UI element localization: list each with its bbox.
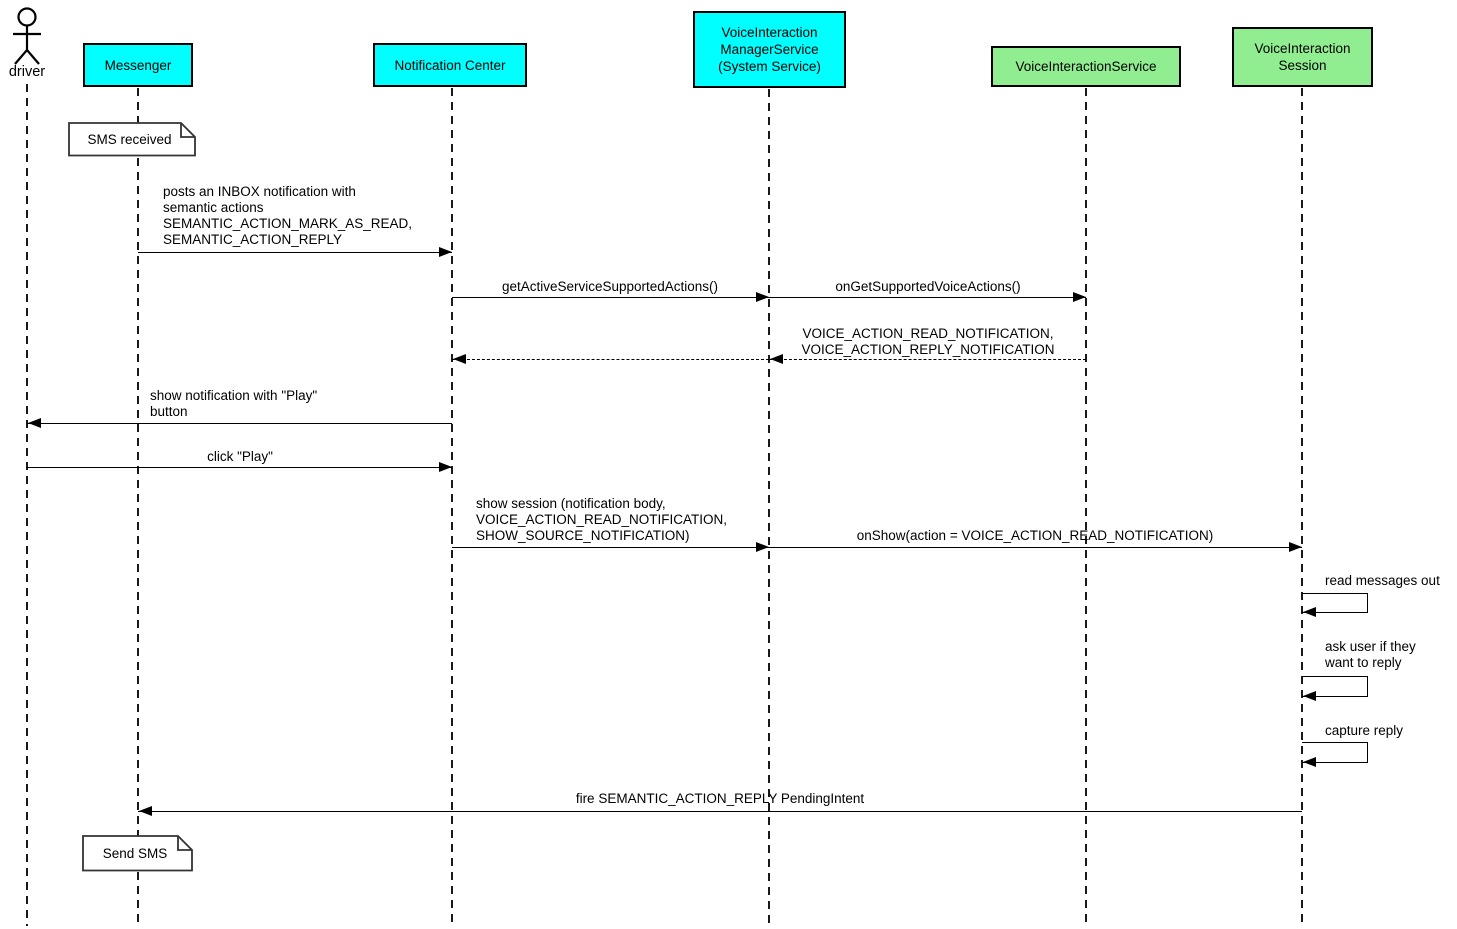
message-label-fire-pending-intent: fire SEMANTIC_ACTION_REPLY PendingIntent <box>575 791 865 806</box>
participant-notification-center: Notification Center <box>373 43 527 87</box>
note-shape <box>68 122 196 157</box>
message-label-click-play: click "Play" <box>207 449 273 464</box>
actor-driver-label: driver <box>8 64 46 80</box>
participant-messenger: Messenger <box>83 43 193 87</box>
note-sms-received-text: SMS received <box>87 132 172 147</box>
arrowhead <box>28 418 41 428</box>
message-label-capture-reply: capture reply <box>1325 723 1404 738</box>
arrowhead <box>1289 542 1302 552</box>
arrowhead <box>756 292 769 302</box>
arrowhead <box>453 354 466 364</box>
lifeline-driver <box>26 84 28 926</box>
arrowhead <box>1303 757 1316 767</box>
self-message-loop <box>1302 593 1368 613</box>
message-label-show-session: show session (notification body, VOICE_A… <box>476 496 728 543</box>
message-label-on-get-supported: onGetSupportedVoiceActions() <box>835 279 1021 294</box>
message-label-show-notification: show notification with "Play" button <box>150 388 318 419</box>
message-line <box>27 467 452 468</box>
arrowhead <box>439 462 452 472</box>
participant-voiceinteraction-session: VoiceInteraction Session <box>1232 27 1373 87</box>
arrowhead <box>1303 691 1316 701</box>
message-line-dashed <box>769 359 1086 360</box>
note-sms-received: SMS received <box>68 122 197 157</box>
arrowhead <box>439 247 452 257</box>
message-label-voice-actions-return: VOICE_ACTION_READ_NOTIFICATION, VOICE_AC… <box>801 326 1055 357</box>
message-line <box>769 547 1302 548</box>
note-send-sms-text: Send SMS <box>102 846 168 861</box>
message-line <box>138 252 452 253</box>
message-label-read-messages-out: read messages out <box>1325 573 1440 588</box>
arrowhead <box>1073 292 1086 302</box>
note-send-sms: Send SMS <box>82 835 194 872</box>
arrowhead <box>756 542 769 552</box>
self-message-loop <box>1302 742 1368 763</box>
actor-driver-icon <box>13 7 41 65</box>
note-shape <box>82 835 193 872</box>
arrowhead <box>1303 607 1316 617</box>
message-line-dashed <box>452 359 769 360</box>
message-label-posts-inbox: posts an INBOX notification with semanti… <box>163 184 413 247</box>
lifeline-notification-center <box>451 88 453 926</box>
message-line <box>27 423 452 424</box>
self-message-loop <box>1302 676 1368 697</box>
participant-voiceinteraction-managerservice: VoiceInteraction ManagerService (System … <box>693 11 846 88</box>
lifeline-voiceinteractionservice <box>1085 88 1087 926</box>
message-label-ask-user-reply: ask user if they want to reply <box>1325 639 1416 670</box>
lifeline-messenger <box>137 88 139 926</box>
message-label-get-active-service: getActiveServiceSupportedActions() <box>501 279 719 294</box>
message-line <box>138 811 1302 812</box>
lifeline-voiceinteraction-session <box>1301 88 1303 926</box>
lifeline-voiceinteraction-managerservice <box>768 89 770 926</box>
message-line <box>769 297 1086 298</box>
arrowhead <box>770 354 783 364</box>
message-line <box>452 547 769 548</box>
arrowhead <box>139 806 152 816</box>
message-line <box>452 297 769 298</box>
participant-voiceinteractionservice: VoiceInteractionService <box>991 46 1181 87</box>
message-label-on-show: onShow(action = VOICE_ACTION_READ_NOTIFI… <box>856 528 1214 543</box>
